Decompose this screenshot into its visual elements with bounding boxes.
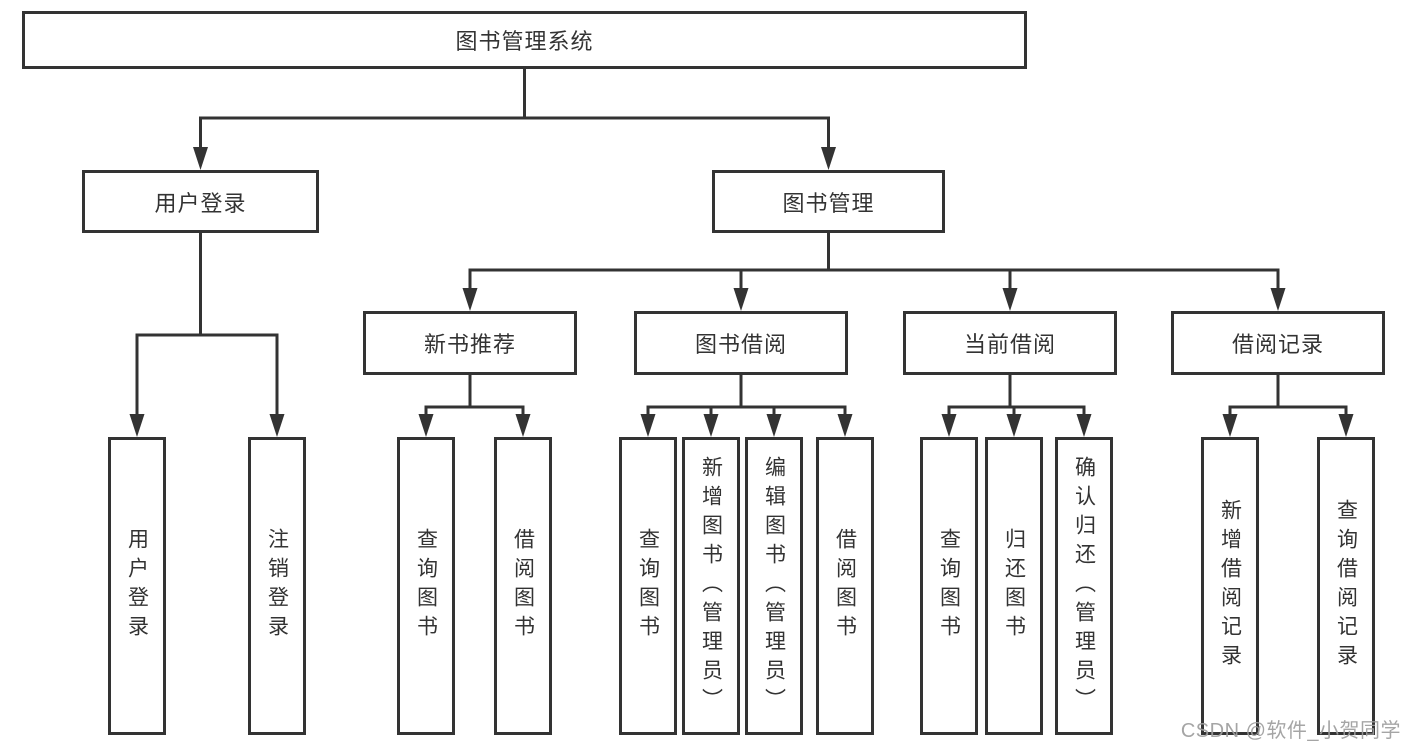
leaf-user-login-box: 用户登录 (108, 437, 166, 735)
connector-current-borrowing (941, 373, 1092, 437)
leaf-query-books-current-box: 查询图书 (920, 437, 978, 735)
leaf-query-books-current-label: 查询图书 (937, 528, 961, 644)
csdn-watermark: CSDN @软件_小贺同学 (1180, 720, 1401, 742)
leaf-user-login-label: 用户登录 (125, 528, 149, 644)
leaf-logout-label: 注销登录 (265, 528, 289, 644)
leaf-add-borrow-record-label: 新增借阅记录 (1218, 499, 1242, 673)
leaf-query-books-recommend-label: 查询图书 (414, 528, 438, 644)
connector-book-borrowing (640, 373, 853, 437)
root-box: 图书管理系统 (22, 11, 1027, 69)
book-management-box: 图书管理 (712, 170, 945, 233)
leaf-confirm-return-admin-box: 确认归还（管理员） (1055, 437, 1113, 735)
leaf-query-borrow-record-label: 查询借阅记录 (1334, 499, 1358, 673)
leaf-query-books-borrowing-box: 查询图书 (619, 437, 677, 735)
borrowing-records-box: 借阅记录 (1171, 311, 1385, 375)
root-label: 图书管理系统 (455, 29, 594, 54)
leaf-borrow-books-recommend-label: 借阅图书 (511, 528, 535, 644)
leaf-add-books-admin-label: 新增图书（管理员） (699, 455, 723, 717)
connector-book-management (462, 231, 1286, 311)
leaf-query-books-recommend-box: 查询图书 (397, 437, 455, 735)
leaf-query-borrow-record-box: 查询借阅记录 (1317, 437, 1375, 735)
leaf-query-books-borrowing-label: 查询图书 (636, 528, 660, 644)
book-borrowing-label: 图书借阅 (694, 332, 787, 357)
leaf-borrow-books-recommend-box: 借阅图书 (494, 437, 552, 735)
user-login-label: 用户登录 (154, 190, 247, 216)
leaf-edit-books-admin-box: 编辑图书（管理员） (745, 437, 803, 735)
leaf-add-borrow-record-box: 新增借阅记录 (1201, 437, 1259, 735)
leaf-logout-box: 注销登录 (248, 437, 306, 735)
current-borrowing-label: 当前借阅 (963, 332, 1056, 357)
connector-root (193, 67, 836, 170)
book-management-label: 图书管理 (782, 190, 875, 216)
leaf-return-books-label: 归还图书 (1002, 528, 1026, 644)
connector-borrowing-records (1222, 373, 1354, 437)
new-book-recommendation-label: 新书推荐 (423, 332, 516, 357)
connector-new-book-recommendation (418, 373, 531, 437)
book-borrowing-box: 图书借阅 (634, 311, 848, 375)
leaf-edit-books-admin-label: 编辑图书（管理员） (762, 455, 786, 717)
leaf-borrow-books-borrowing-label: 借阅图书 (833, 528, 857, 644)
borrowing-records-label: 借阅记录 (1231, 332, 1324, 357)
leaf-return-books-box: 归还图书 (985, 437, 1043, 735)
leaf-add-books-admin-box: 新增图书（管理员） (682, 437, 740, 735)
current-borrowing-box: 当前借阅 (903, 311, 1117, 375)
user-login-box: 用户登录 (82, 170, 319, 233)
new-book-recommendation-box: 新书推荐 (363, 311, 577, 375)
connector-user-login (129, 231, 285, 437)
leaf-confirm-return-admin-label: 确认归还（管理员） (1072, 455, 1096, 717)
leaf-borrow-books-borrowing-box: 借阅图书 (816, 437, 874, 735)
